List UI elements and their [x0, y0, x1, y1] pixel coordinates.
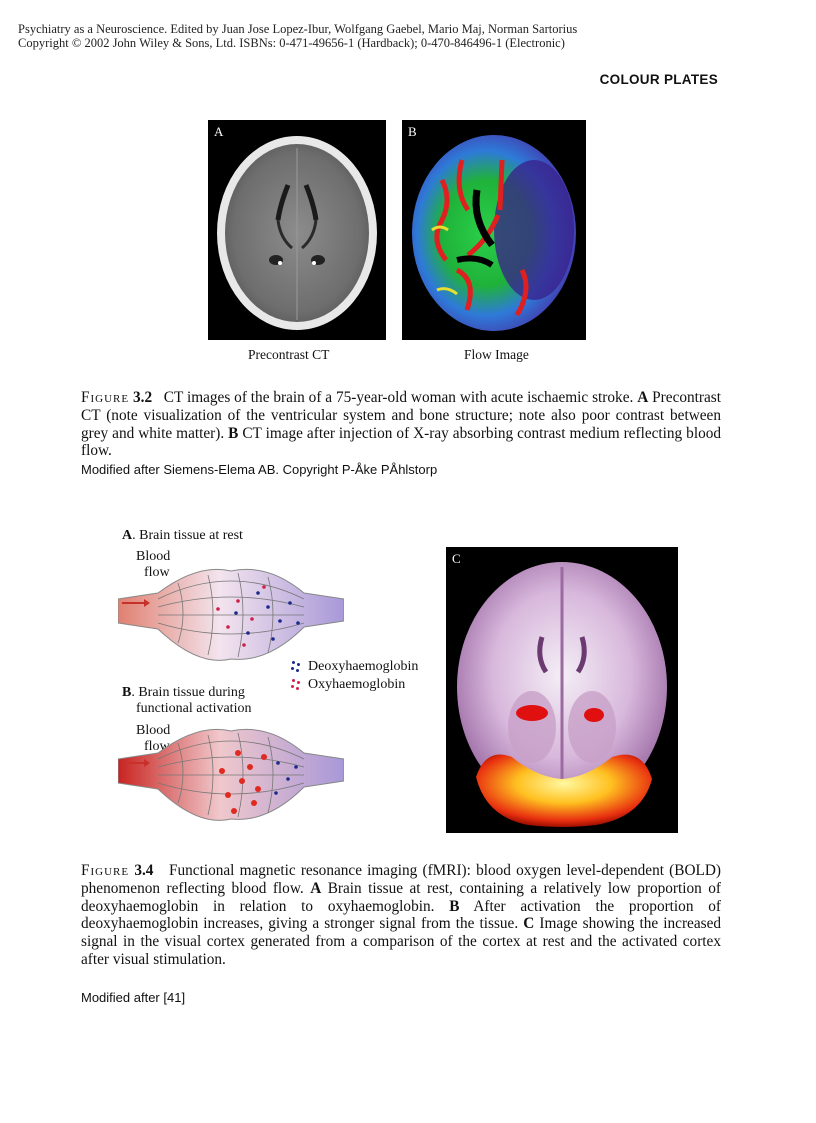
fig-3-4-text-a: Brain tissue at rest, containing a relat… — [81, 879, 722, 915]
fig-3-2-text-a: Precontrast CT (note visualization of th… — [81, 389, 721, 442]
fig-3-4-intro: Functional magnetic resonance imaging (f… — [81, 862, 722, 897]
legend-deoxy-label: Deoxyhaemoglobin — [308, 659, 419, 674]
panel-letter-c: C — [452, 551, 461, 566]
figure-3-4-credit: Modified after [41] — [81, 990, 186, 1005]
section-title: COLOUR PLATES — [599, 72, 718, 87]
fig-3-2-bold-a: A — [637, 389, 649, 406]
legend-oxy: Oxyhaemoglobin — [290, 677, 405, 693]
fig-3-4-bold-b: B — [449, 897, 460, 915]
capillary-rest-drawing — [117, 568, 345, 661]
figure-3-2-credit: Modified after Siemens-Elema AB. Copyrig… — [81, 462, 438, 477]
header-line-1: Psychiatry as a Neuroscience. Edited by … — [18, 22, 578, 36]
ct-flow-drawing — [412, 135, 576, 331]
fig-3-4-text-b: After activation the proportion of deoxy… — [81, 897, 721, 933]
fig-3-4-a-title: A. Brain tissue at rest — [122, 528, 243, 544]
fig-3-4-label: Figure — [81, 862, 130, 879]
fmri-image: C — [446, 547, 678, 833]
legend-deoxy: Deoxyhaemoglobin — [290, 659, 418, 675]
deoxy-dots-icon — [290, 661, 302, 673]
fig-3-4-bold-c: C — [523, 915, 535, 933]
fig-3-4-b-title: B. Brain tissue during functional activa… — [122, 685, 251, 717]
fig-3-2-text-b: CT image after injection of X-ray absorb… — [81, 424, 722, 460]
figure-3-2-caption: Figure 3.2 CT images of the brain of a 7… — [81, 389, 721, 460]
running-header: Psychiatry as a Neuroscience. Edited by … — [18, 22, 577, 50]
fig-3-2-label: Figure — [81, 389, 130, 406]
blood-flow-label-a: Blood flow — [136, 549, 170, 581]
panel-letter-b: B — [408, 124, 417, 139]
fmri-drawing — [457, 562, 667, 827]
blood-flow-b-line1: Blood — [136, 723, 171, 738]
fig-3-4-a-text: . Brain tissue at rest — [132, 528, 243, 543]
legend-oxy-label: Oxyhaemoglobin — [308, 677, 406, 692]
panel-letter-a: A — [214, 124, 224, 139]
ct-precontrast-image: A — [208, 120, 386, 340]
fig-3-2-bold-b: B — [228, 424, 239, 442]
fig-3-4-text-c: Image showing the increased signal in th… — [81, 915, 722, 968]
fig-3-4-number: 3.4 — [134, 862, 154, 879]
caption-precontrast: Precontrast CT — [248, 347, 330, 362]
fig-3-4-bold-a: A — [310, 879, 322, 897]
caption-flow: Flow Image — [464, 347, 529, 362]
fig-3-4-a-letter: A — [122, 528, 133, 543]
ct-flow-image: B — [402, 120, 586, 340]
figure-3-4-caption: Figure 3.4 Functional magnetic resonance… — [81, 862, 721, 969]
blood-flow-a-line1: Blood — [136, 549, 171, 564]
capillary-active-drawing — [117, 728, 345, 821]
blood-flow-a-line2: flow — [144, 565, 170, 580]
fig-3-4-b-text2: functional activation — [136, 701, 252, 716]
capillary-rest-diagram — [117, 563, 345, 671]
fig-3-4-b-text1: . Brain tissue during — [131, 685, 245, 700]
fig-3-4-b-letter: B — [122, 685, 132, 700]
ct-precontrast-drawing — [217, 136, 377, 330]
header-line-2: Copyright © 2002 John Wiley & Sons, Ltd.… — [18, 36, 565, 50]
capillary-active-diagram — [117, 723, 345, 831]
oxy-dots-icon — [290, 679, 302, 691]
fig-3-2-intro: CT images of the brain of a 75-year-old … — [163, 389, 634, 406]
fig-3-2-number: 3.2 — [133, 389, 153, 406]
